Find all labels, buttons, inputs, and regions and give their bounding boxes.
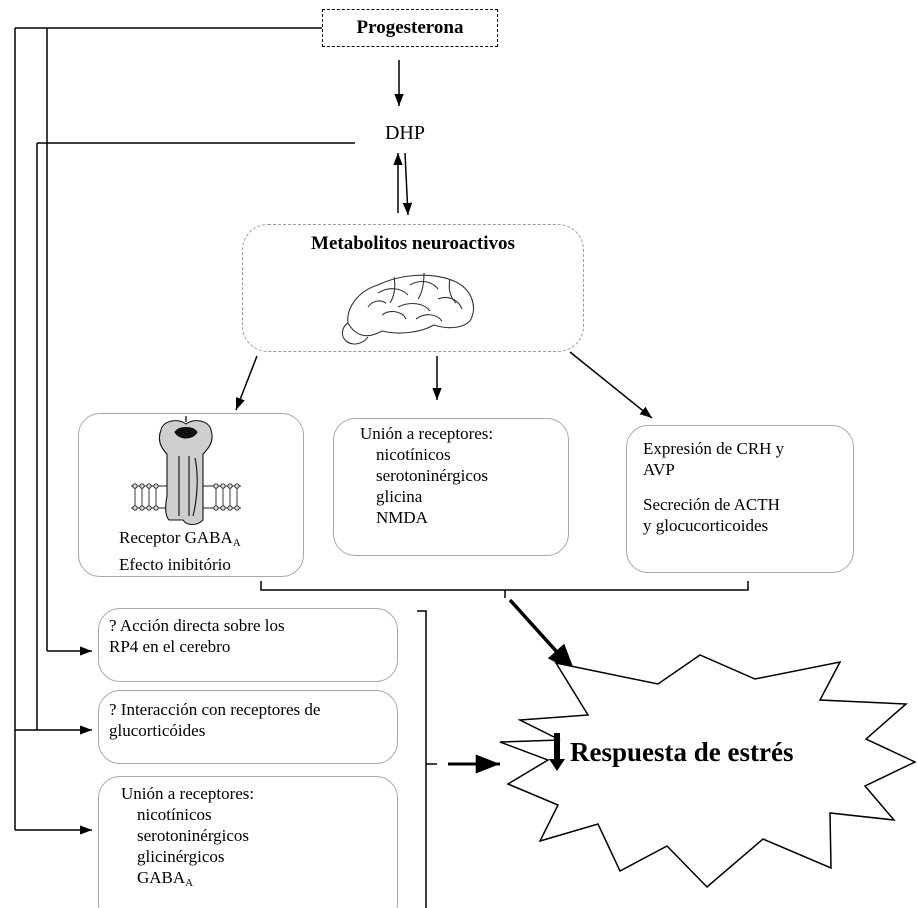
respuesta-label: Respuesta de estrés — [570, 736, 794, 767]
union2-gaba-main: GABA — [137, 868, 186, 887]
union1-item: nicotínicos — [376, 445, 451, 464]
union2-item: glicinérgicos — [137, 847, 225, 866]
progesterona-label: Progesterona — [356, 17, 464, 38]
gaba-line-2: Efecto inibitório — [119, 555, 231, 574]
metabolitos-node: Metabolitos neuroactivos — [242, 224, 584, 352]
union1-title: Unión a receptores: — [360, 424, 494, 443]
down-arrow-icon — [549, 733, 565, 771]
union2-item: nicotínicos — [137, 805, 212, 824]
gaba-line-1-main: Receptor GABA — [119, 528, 233, 547]
arrow-to-crh-box — [569, 351, 653, 419]
arrow-to-gaba-box — [235, 355, 258, 411]
union-receptores-box-upper: Unión a receptores: nicotínicos serotoni… — [333, 418, 569, 556]
progesterona-node: Progesterona — [322, 9, 498, 47]
union1-item: glicina — [376, 487, 423, 506]
crh-line-2b: y glocucorticoides — [643, 516, 769, 535]
arrow-to-respuesta-main — [508, 598, 577, 674]
union2-title: Unión a receptores: — [121, 784, 255, 803]
crh-line-1a: Expresión de CRH y — [643, 439, 785, 458]
accion-directa-box: ? Acción directa sobre los RP4 en el cer… — [98, 608, 398, 682]
gaba-caption: Receptor GABAA Efecto inibitório — [119, 527, 241, 575]
gaba-line-1: Receptor GABAA — [119, 527, 241, 554]
accion-line-1: ? Acción directa sobre los — [109, 616, 285, 635]
interaccion-box: ? Interacción con receptores de glucorti… — [98, 690, 398, 764]
union2-gaba-sub: A — [185, 877, 194, 889]
bracket-lower-boxes — [417, 610, 427, 908]
crh-line-2a: Secreción de ACTH — [643, 495, 780, 514]
union1-item: serotoninérgicos — [376, 466, 489, 485]
gaba-line-1-sub: A — [232, 537, 241, 549]
union2-item-gaba: GABAA — [121, 867, 397, 894]
crh-acth-box: Expresión de CRH y AVP Secreción de ACTH… — [626, 425, 854, 573]
bracket-top-boxes — [260, 581, 749, 598]
arrow-dhp-metabolitos — [402, 152, 413, 216]
union-receptores-box-lower: Unión a receptores: nicotínicos serotoni… — [98, 776, 398, 908]
respuesta-starburst — [499, 654, 917, 889]
dhp-label: DHP — [384, 122, 425, 144]
union2-item: serotoninérgicos — [137, 826, 250, 845]
sheep-brain-sketch-icon — [341, 272, 474, 345]
dhp-node: DHP — [370, 122, 440, 150]
gaba-receptor-box: Receptor GABAA Efecto inibitório — [78, 413, 304, 577]
union1-item: NMDA — [376, 508, 428, 527]
crh-line-1b: AVP — [643, 460, 675, 479]
interaccion-line-1: ? Interacción con receptores de — [109, 700, 321, 719]
gaba-receptor-channel-icon — [131, 416, 241, 526]
accion-line-2: RP4 en el cerebro — [109, 637, 231, 656]
metabolitos-label: Metabolitos neuroactivos — [311, 233, 515, 254]
interaccion-line-2: glucorticóides — [109, 721, 206, 740]
respuesta-label-group: Respuesta de estrés — [548, 732, 898, 772]
